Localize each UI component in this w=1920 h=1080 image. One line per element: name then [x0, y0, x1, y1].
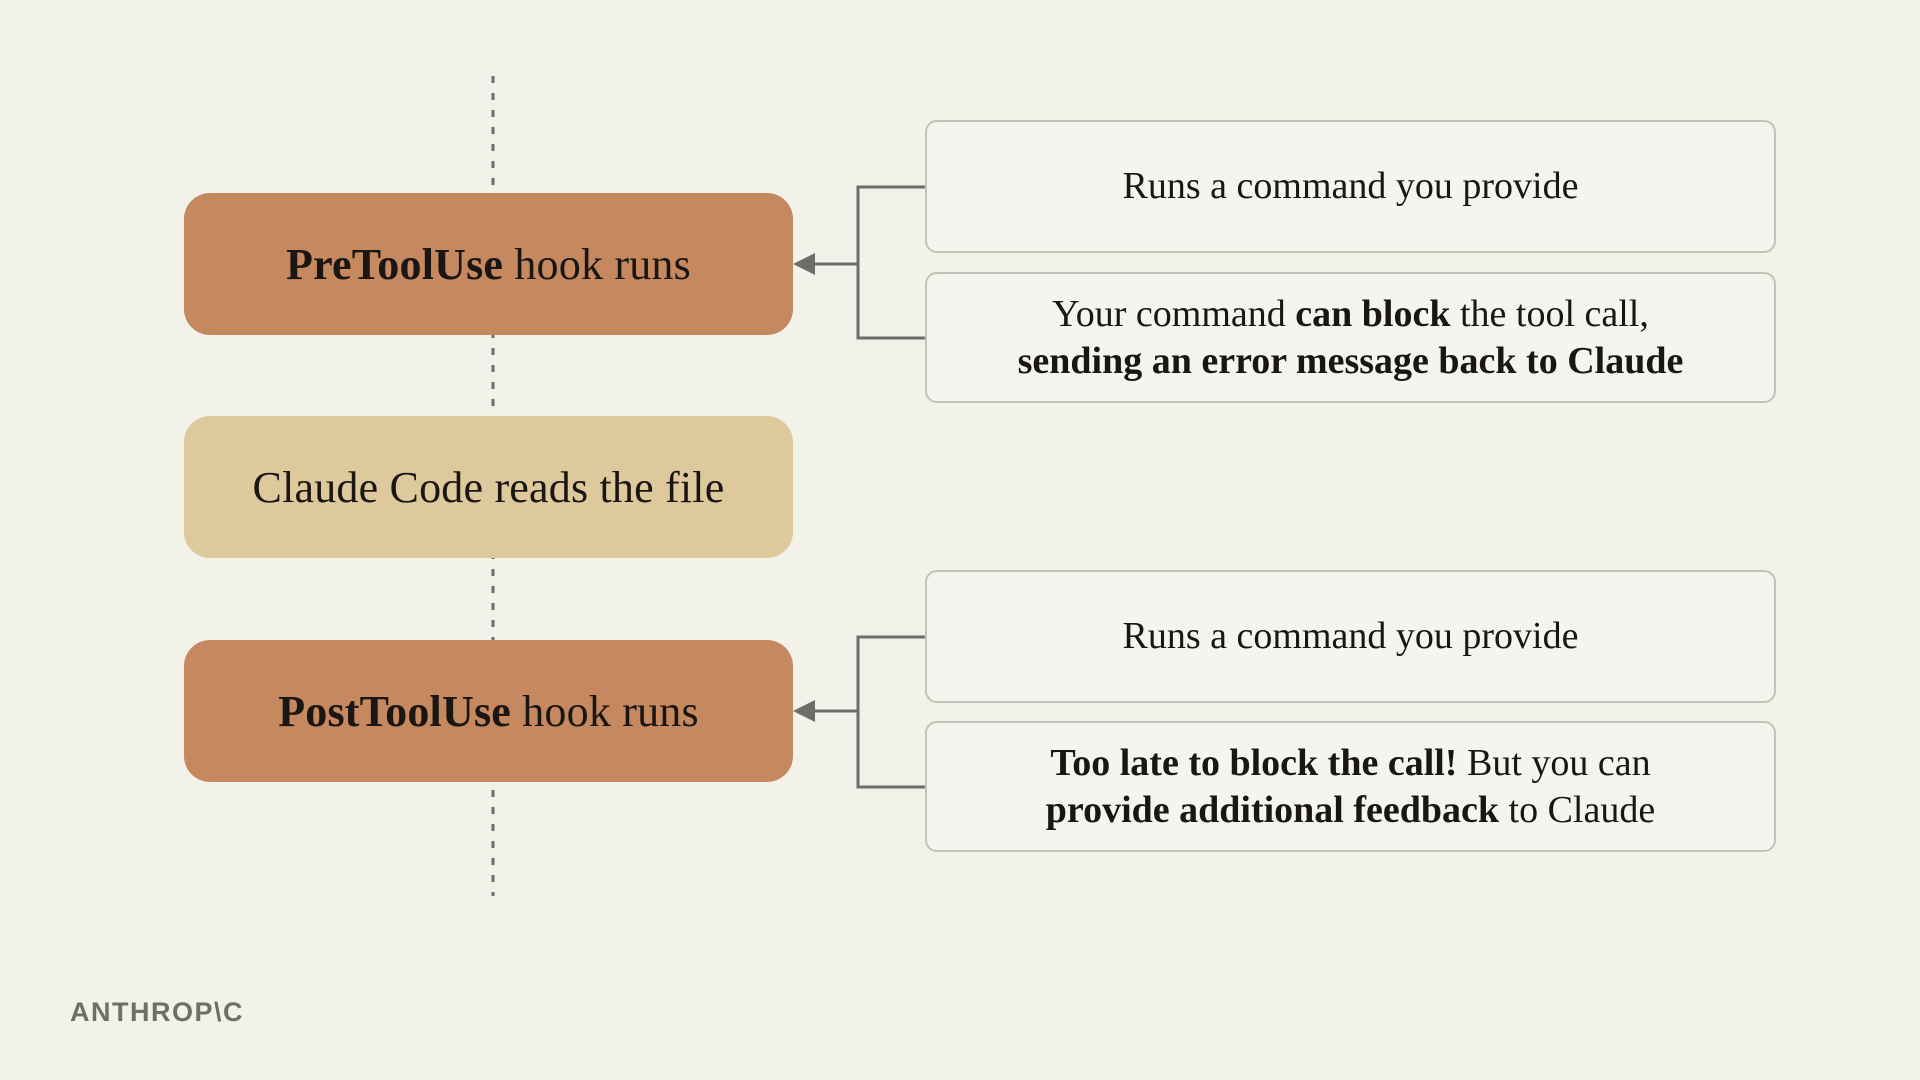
posttool-arrowhead-icon — [793, 700, 815, 722]
annotation-posttool-runs-command: Runs a command you provide — [925, 570, 1776, 703]
pretool-bracket-connector — [856, 185, 925, 340]
anthropic-logo: ANTHROP\C — [70, 997, 244, 1027]
node-posttooluse-hook: PostToolUse hook runs — [184, 640, 793, 782]
node-pretooluse-hook: PreToolUse hook runs — [184, 193, 793, 335]
node-claude-code-reads-file: Claude Code reads the file — [184, 416, 793, 558]
posttool-bracket-connector — [856, 635, 925, 789]
annotation-pretool-can-block: Your command can block the tool call,sen… — [925, 272, 1776, 403]
annotation-pretool-runs-command: Runs a command you provide — [925, 120, 1776, 253]
pretool-arrowhead-icon — [793, 253, 815, 275]
